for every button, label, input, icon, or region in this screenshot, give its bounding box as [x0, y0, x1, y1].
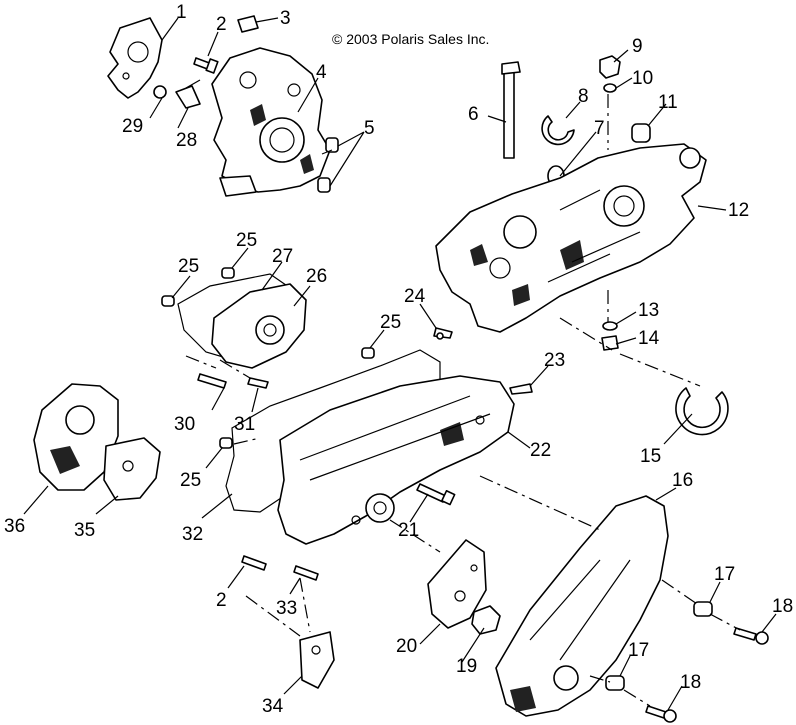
centerline-26-30 [185, 355, 251, 379]
centerline-4-5 [321, 149, 333, 155]
callout-17-lower: 17 [628, 640, 649, 661]
part-22-drive-cover [277, 375, 515, 545]
centerline-21-20 [389, 519, 441, 553]
callout-35: 35 [74, 520, 95, 541]
part-17-bushing-upper [693, 601, 713, 617]
part-34-bracket [299, 631, 335, 689]
callout-25-d: 25 [180, 470, 201, 491]
callout-2-top: 2 [216, 14, 227, 35]
callout-9: 9 [632, 36, 643, 57]
part-1-cover-plate [107, 17, 163, 99]
callout-16: 16 [672, 470, 693, 491]
callout-19: 19 [456, 656, 477, 677]
callout-1: 1 [176, 2, 187, 23]
callout-11: 11 [658, 92, 678, 113]
part-25-dowel-b [221, 267, 235, 279]
callout-20: 20 [396, 636, 417, 657]
callout-36: 36 [4, 516, 25, 537]
part-28-clip [175, 79, 201, 109]
centerline-dowel-25 [233, 437, 261, 445]
part-18-bolt-lower [645, 705, 677, 723]
callout-31: 31 [234, 414, 255, 435]
part-21-bolt [416, 483, 456, 506]
part-20-plate [427, 539, 487, 629]
centerline-22-16 [479, 475, 601, 531]
centerline-16-17 [661, 579, 701, 607]
callout-24: 24 [404, 286, 426, 307]
part-14-drain-plug [601, 335, 619, 351]
part-11-bearing [631, 123, 651, 143]
callout-22: 22 [530, 440, 551, 461]
part-30-bolt [197, 373, 227, 389]
centerline-lower-17-18 [589, 675, 651, 707]
part-25-dowel-c [361, 347, 375, 359]
callout-30: 30 [174, 414, 195, 435]
callout-28: 28 [176, 130, 197, 151]
part-33-stud [293, 565, 319, 581]
callout-26: 26 [306, 266, 327, 287]
centerline-12-15 [559, 317, 701, 387]
part-8-snap-ring [541, 115, 575, 146]
callout-25-a: 25 [178, 256, 199, 277]
callout-2-lower: 2 [216, 590, 227, 611]
callout-8: 8 [578, 86, 589, 107]
centerline-33-34 [245, 577, 311, 637]
part-25-dowel-d [219, 437, 233, 449]
leader-lines [23, 17, 777, 711]
callout-29: 29 [122, 116, 143, 137]
part-18-bolt-upper [733, 627, 769, 645]
copyright-text: © 2003 Polaris Sales Inc. [332, 31, 489, 47]
part-2-bolt-top [193, 57, 219, 74]
part-16-outer-cover [495, 495, 669, 717]
part-24-screw [433, 327, 453, 340]
callout-23: 23 [544, 350, 565, 371]
callout-32: 32 [182, 524, 203, 545]
part-26-cover [211, 283, 307, 369]
part-13-washer [602, 321, 618, 331]
part-6-dipstick [501, 61, 521, 159]
part-36-cover-plate [33, 383, 119, 491]
callout-17-upper: 17 [714, 564, 735, 585]
part-5-dowels [317, 137, 339, 193]
part-4-crankcase-left [211, 47, 331, 197]
part-31-bolt [247, 377, 269, 389]
callout-33: 33 [276, 598, 297, 619]
callout-27: 27 [272, 246, 293, 267]
callout-25-c: 25 [380, 312, 401, 333]
callout-6: 6 [468, 104, 479, 125]
callout-15: 15 [640, 446, 661, 467]
callout-12: 12 [728, 200, 749, 221]
callout-13: 13 [638, 300, 659, 321]
part-23-bolt [509, 383, 533, 395]
callout-7: 7 [594, 118, 605, 139]
callout-25-b: 25 [236, 230, 257, 251]
callout-21: 21 [398, 520, 419, 541]
part-19-nut [471, 605, 501, 635]
callout-14: 14 [638, 328, 660, 349]
callout-4: 4 [316, 62, 327, 83]
part-25-dowel-a [161, 295, 175, 307]
part-3-dowel [237, 15, 259, 33]
part-29-plug [153, 85, 167, 99]
part-10-washer [603, 83, 617, 93]
part-35-plate [103, 437, 161, 501]
callout-3: 3 [280, 8, 291, 29]
centerline-17-18 [709, 613, 741, 631]
part-17-bushing-lower [605, 675, 625, 691]
part-15-circlip [675, 387, 729, 436]
callout-18-upper: 18 [772, 596, 793, 617]
part-2-bolt-lower [241, 555, 267, 571]
callout-5: 5 [364, 118, 375, 139]
callout-18-lower: 18 [680, 672, 701, 693]
part-12-crankcase-right [435, 143, 707, 333]
callout-10: 10 [632, 68, 653, 89]
callout-34: 34 [262, 696, 284, 717]
